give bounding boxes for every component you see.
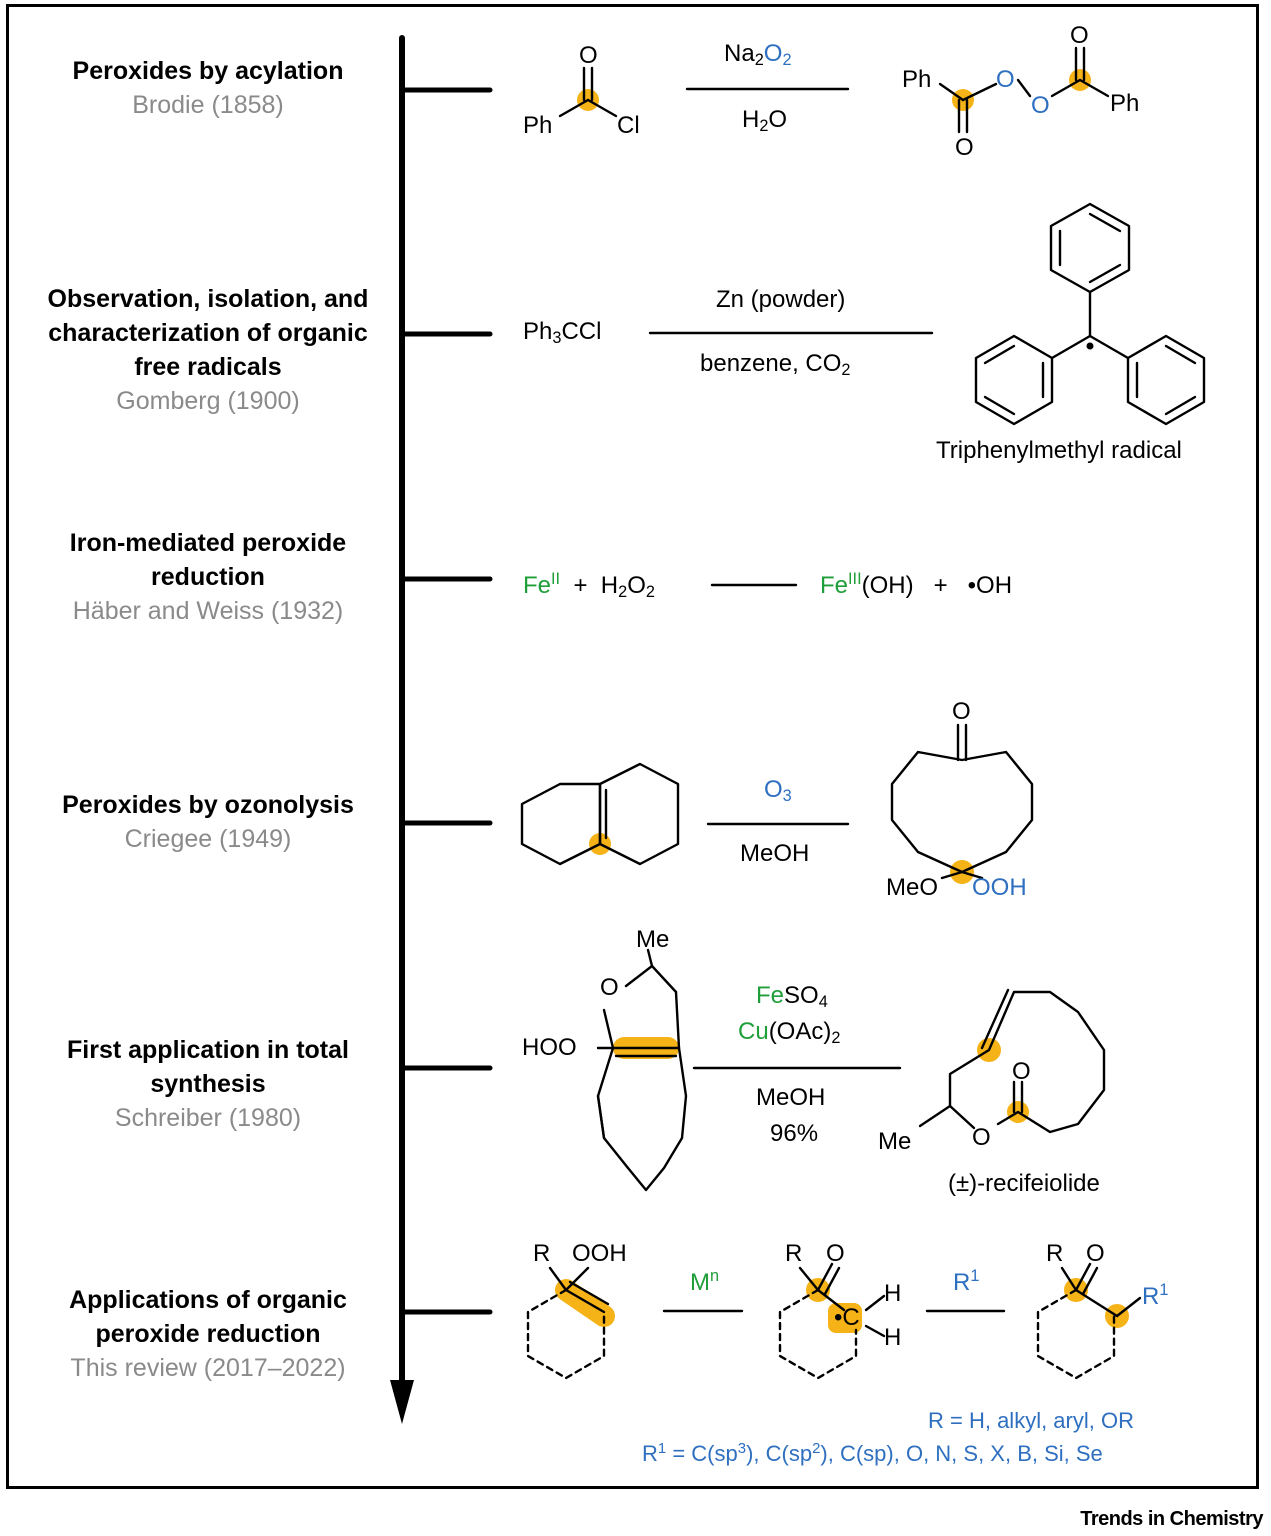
- review-intermediate-structure: [778, 1262, 886, 1380]
- recifeiolide-structure: [918, 988, 1106, 1134]
- recifeiolide-name: (±)-recifeiolide: [948, 1170, 1100, 1197]
- atom-label: R: [785, 1240, 803, 1267]
- journal-brand: Trends in Chemistry: [1080, 1508, 1263, 1530]
- triphenylmethyl-name: Triphenylmethyl radical: [936, 437, 1182, 464]
- atom-label: O: [952, 698, 971, 725]
- figure-frame: [6, 4, 1259, 1489]
- atom-label: O: [996, 66, 1015, 93]
- atom-label: Me: [636, 926, 670, 953]
- atom-label: HOO: [522, 1034, 577, 1061]
- atom-label: MeO: [886, 874, 939, 901]
- milestone-attribution: Criegee (1949): [124, 825, 292, 853]
- review-reagent-2: R1: [953, 1267, 980, 1296]
- atom-label: R: [533, 1240, 551, 1267]
- highlight-marks: [555, 69, 1129, 1333]
- schreiber-reagent-1: FeSO4: [756, 982, 828, 1012]
- milestone-title: Applications of organic peroxide reducti…: [69, 1286, 347, 1348]
- milestone-title: First application in total synthesis: [67, 1036, 349, 1098]
- milestone-title: Iron-mediated peroxide reduction: [69, 529, 347, 591]
- acylation-solvent: H2O: [742, 106, 788, 136]
- milestone-3-label: Iron-mediated peroxide reduction Häber a…: [38, 526, 378, 628]
- reaction-arrows: [648, 87, 1006, 1313]
- milestone-attribution: Schreiber (1980): [114, 1104, 302, 1132]
- milestone-2-label: Observation, isolation, and characteriza…: [38, 282, 378, 418]
- milestone-title: Observation, isolation, and characteriza…: [47, 285, 369, 381]
- schreiber-yield: 96%: [770, 1120, 819, 1147]
- milestone-4-label: Peroxides by ozonolysis Criegee (1949): [38, 788, 378, 856]
- schreiber-solvent: MeOH: [756, 1084, 826, 1111]
- atom-label: O: [1031, 92, 1050, 119]
- review-note-r: R = H, alkyl, aryl, OR: [928, 1408, 1134, 1433]
- gomberg-reagent: Zn (powder): [716, 286, 846, 313]
- atom-label: O: [1012, 1058, 1031, 1085]
- criegee-solvent: MeOH: [740, 840, 810, 867]
- fenton-equation-right: FeIII(OH) + •OH: [820, 570, 1013, 599]
- atom-label: R1: [1142, 1281, 1169, 1310]
- milestone-title: Peroxides by ozonolysis: [62, 791, 354, 819]
- schreiber-reagent-2: Cu(OAc)2: [738, 1018, 841, 1048]
- milestone-1-label: Peroxides by acylation Brodie (1858): [38, 54, 378, 122]
- review-note-r1: R1 = C(sp3), C(sp2), C(sp), O, N, S, X, …: [642, 1440, 1103, 1467]
- atom-label: OOH: [572, 1240, 627, 1267]
- acylation-reagent: Na2O2: [724, 40, 792, 70]
- review-substrate-structure: [526, 1266, 610, 1380]
- atom-label: O: [955, 134, 974, 161]
- milestone-attribution: This review (2017–2022): [70, 1354, 346, 1382]
- atom-label: O: [579, 42, 598, 69]
- atom-label: H: [884, 1324, 902, 1351]
- atom-label: O: [600, 974, 619, 1001]
- review-product-structure: [1036, 1262, 1142, 1380]
- gomberg-solvent: benzene, CO2: [700, 350, 851, 380]
- gomberg-starting-material: Ph3CCl: [523, 318, 602, 348]
- criegee-reagent: O3: [764, 776, 792, 806]
- timeline-ticks: [399, 87, 493, 1315]
- milestone-attribution: Häber and Weiss (1932): [72, 597, 344, 625]
- atom-label: O: [826, 1240, 845, 1267]
- fenton-equation-left: FeII + H2O2: [523, 570, 655, 602]
- milestone-attribution: Brodie (1858): [132, 91, 284, 119]
- triphenylmethyl-structure: [974, 202, 1206, 426]
- atom-label: Ph: [523, 112, 553, 139]
- octalin-structure: [520, 762, 680, 866]
- criegee-product-structure: [890, 723, 1034, 880]
- radical-dot: [1086, 342, 1094, 350]
- milestone-attribution: Gomberg (1900): [116, 387, 300, 415]
- timeline-arrowhead: [390, 1380, 414, 1424]
- atom-label: Me: [878, 1128, 912, 1155]
- atom-label: Ph: [902, 66, 932, 93]
- milestone-title: Peroxides by acylation: [72, 57, 344, 85]
- milestone-5-label: First application in total synthesis Sch…: [38, 1033, 378, 1135]
- atom-label: O: [1086, 1240, 1105, 1267]
- atom-label: O: [972, 1124, 991, 1151]
- review-reagent-1: Mn: [690, 1267, 720, 1296]
- atom-label: O: [1070, 22, 1089, 49]
- benzoyl-peroxide-structure: [938, 46, 1110, 134]
- atom-label: •C: [834, 1304, 860, 1331]
- milestone-6-label: Applications of organic peroxide reducti…: [38, 1283, 378, 1385]
- benzoyl-chloride-structure: [558, 66, 618, 118]
- atom-label: Ph: [1110, 90, 1140, 117]
- atom-label: R: [1046, 1240, 1064, 1267]
- atom-label: Cl: [617, 112, 640, 139]
- schreiber-hydroperoxide-structure: [596, 948, 688, 1192]
- atom-label: OOH: [972, 874, 1027, 901]
- atom-label: H: [884, 1280, 902, 1307]
